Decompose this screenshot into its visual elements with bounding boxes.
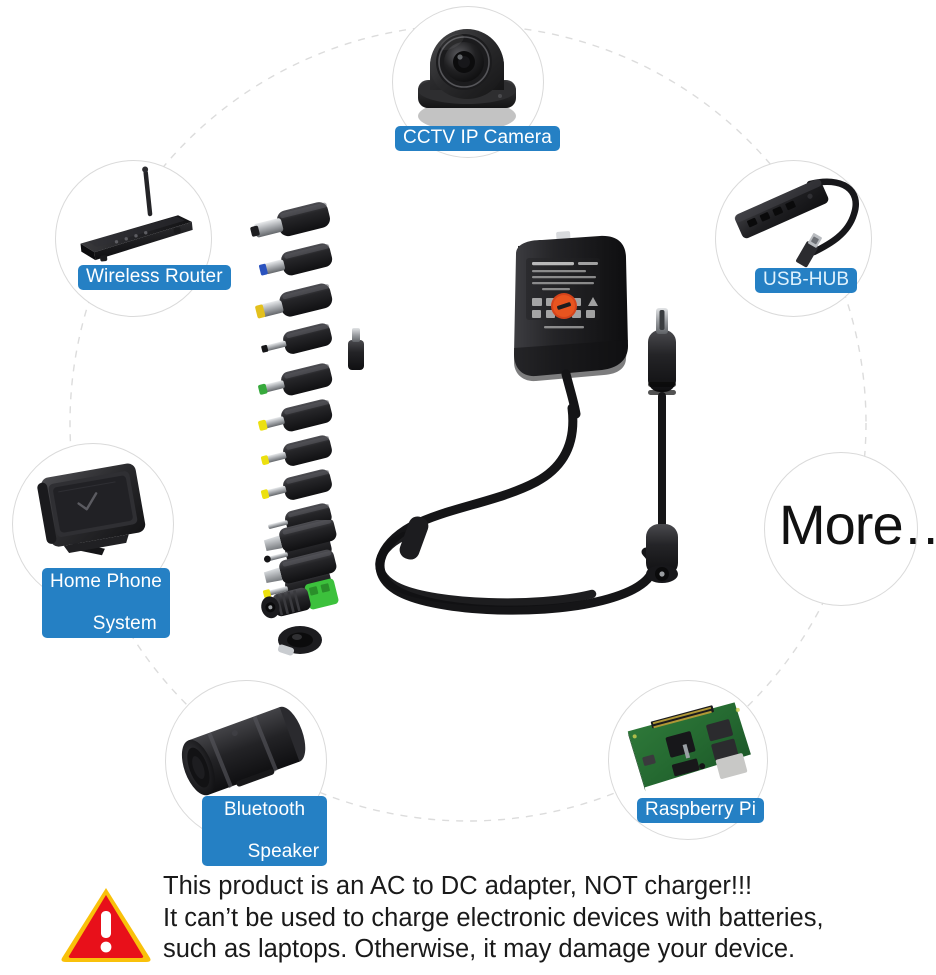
warning-line-2: It can’t be used to charge electronic de…: [163, 903, 824, 932]
power-adapter-assembly: [236, 190, 706, 670]
label-usb-hub: USB-HUB: [755, 268, 858, 293]
connector-tips-lower: [250, 520, 360, 660]
home-phone-image: [28, 452, 163, 572]
cctv-camera-image: [400, 12, 535, 134]
label-home-phone-line1: Home Phone: [50, 571, 162, 592]
label-home-phone: Home Phone System: [42, 568, 170, 638]
wireless-router-image: [62, 166, 207, 276]
warning-line-1: This product is an AC to DC adapter, NOT…: [163, 872, 753, 900]
connection-ring: [18, 8, 918, 838]
label-bluetooth-speaker: Bluetooth Speaker: [202, 796, 328, 866]
bluetooth-speaker-image: [172, 692, 322, 807]
label-raspberry-pi: Raspberry Pi: [637, 798, 765, 823]
warning-triangle-icon: [60, 884, 152, 964]
label-speaker-line1: Bluetooth: [223, 799, 306, 820]
usb-hub-image: [722, 168, 872, 273]
label-speaker-line2: Speaker: [247, 841, 320, 862]
node-more: [764, 452, 918, 606]
label-home-phone-line2: System: [92, 613, 157, 634]
warning-text: This product is an AC to DC adapter, NOT…: [163, 871, 923, 966]
warning-line-3: such as laptops. Otherwise, it may damag…: [163, 935, 796, 963]
label-more: More…: [779, 493, 936, 556]
label-wireless-router: Wireless Router: [78, 265, 231, 290]
label-cctv-camera: CCTV IP Camera: [395, 126, 560, 151]
raspberry-pi-image: [615, 692, 763, 802]
